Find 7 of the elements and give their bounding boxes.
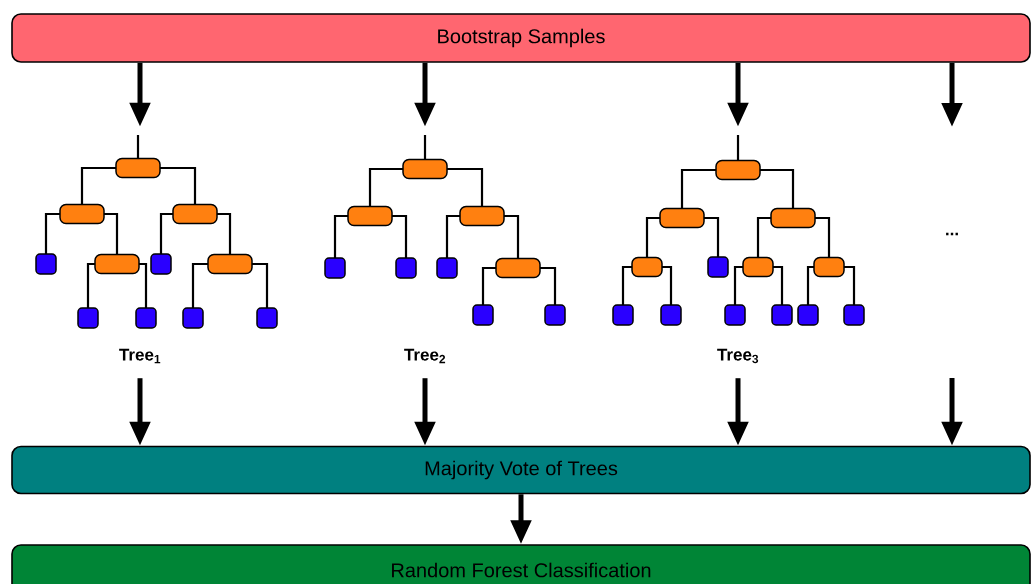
tree-label: Tree$_{1}$ <box>119 348 161 364</box>
banner-box: Bootstrap Samples <box>11 13 1031 63</box>
ellipsis-label: ... <box>946 232 958 236</box>
banner-box: Random Forest Classification <box>11 544 1031 584</box>
tree-label: Tree$_{3}$ <box>717 348 759 364</box>
tree-label: Tree$_{2}$ <box>404 348 446 364</box>
banner-box: Majority Vote of Trees <box>11 445 1031 495</box>
